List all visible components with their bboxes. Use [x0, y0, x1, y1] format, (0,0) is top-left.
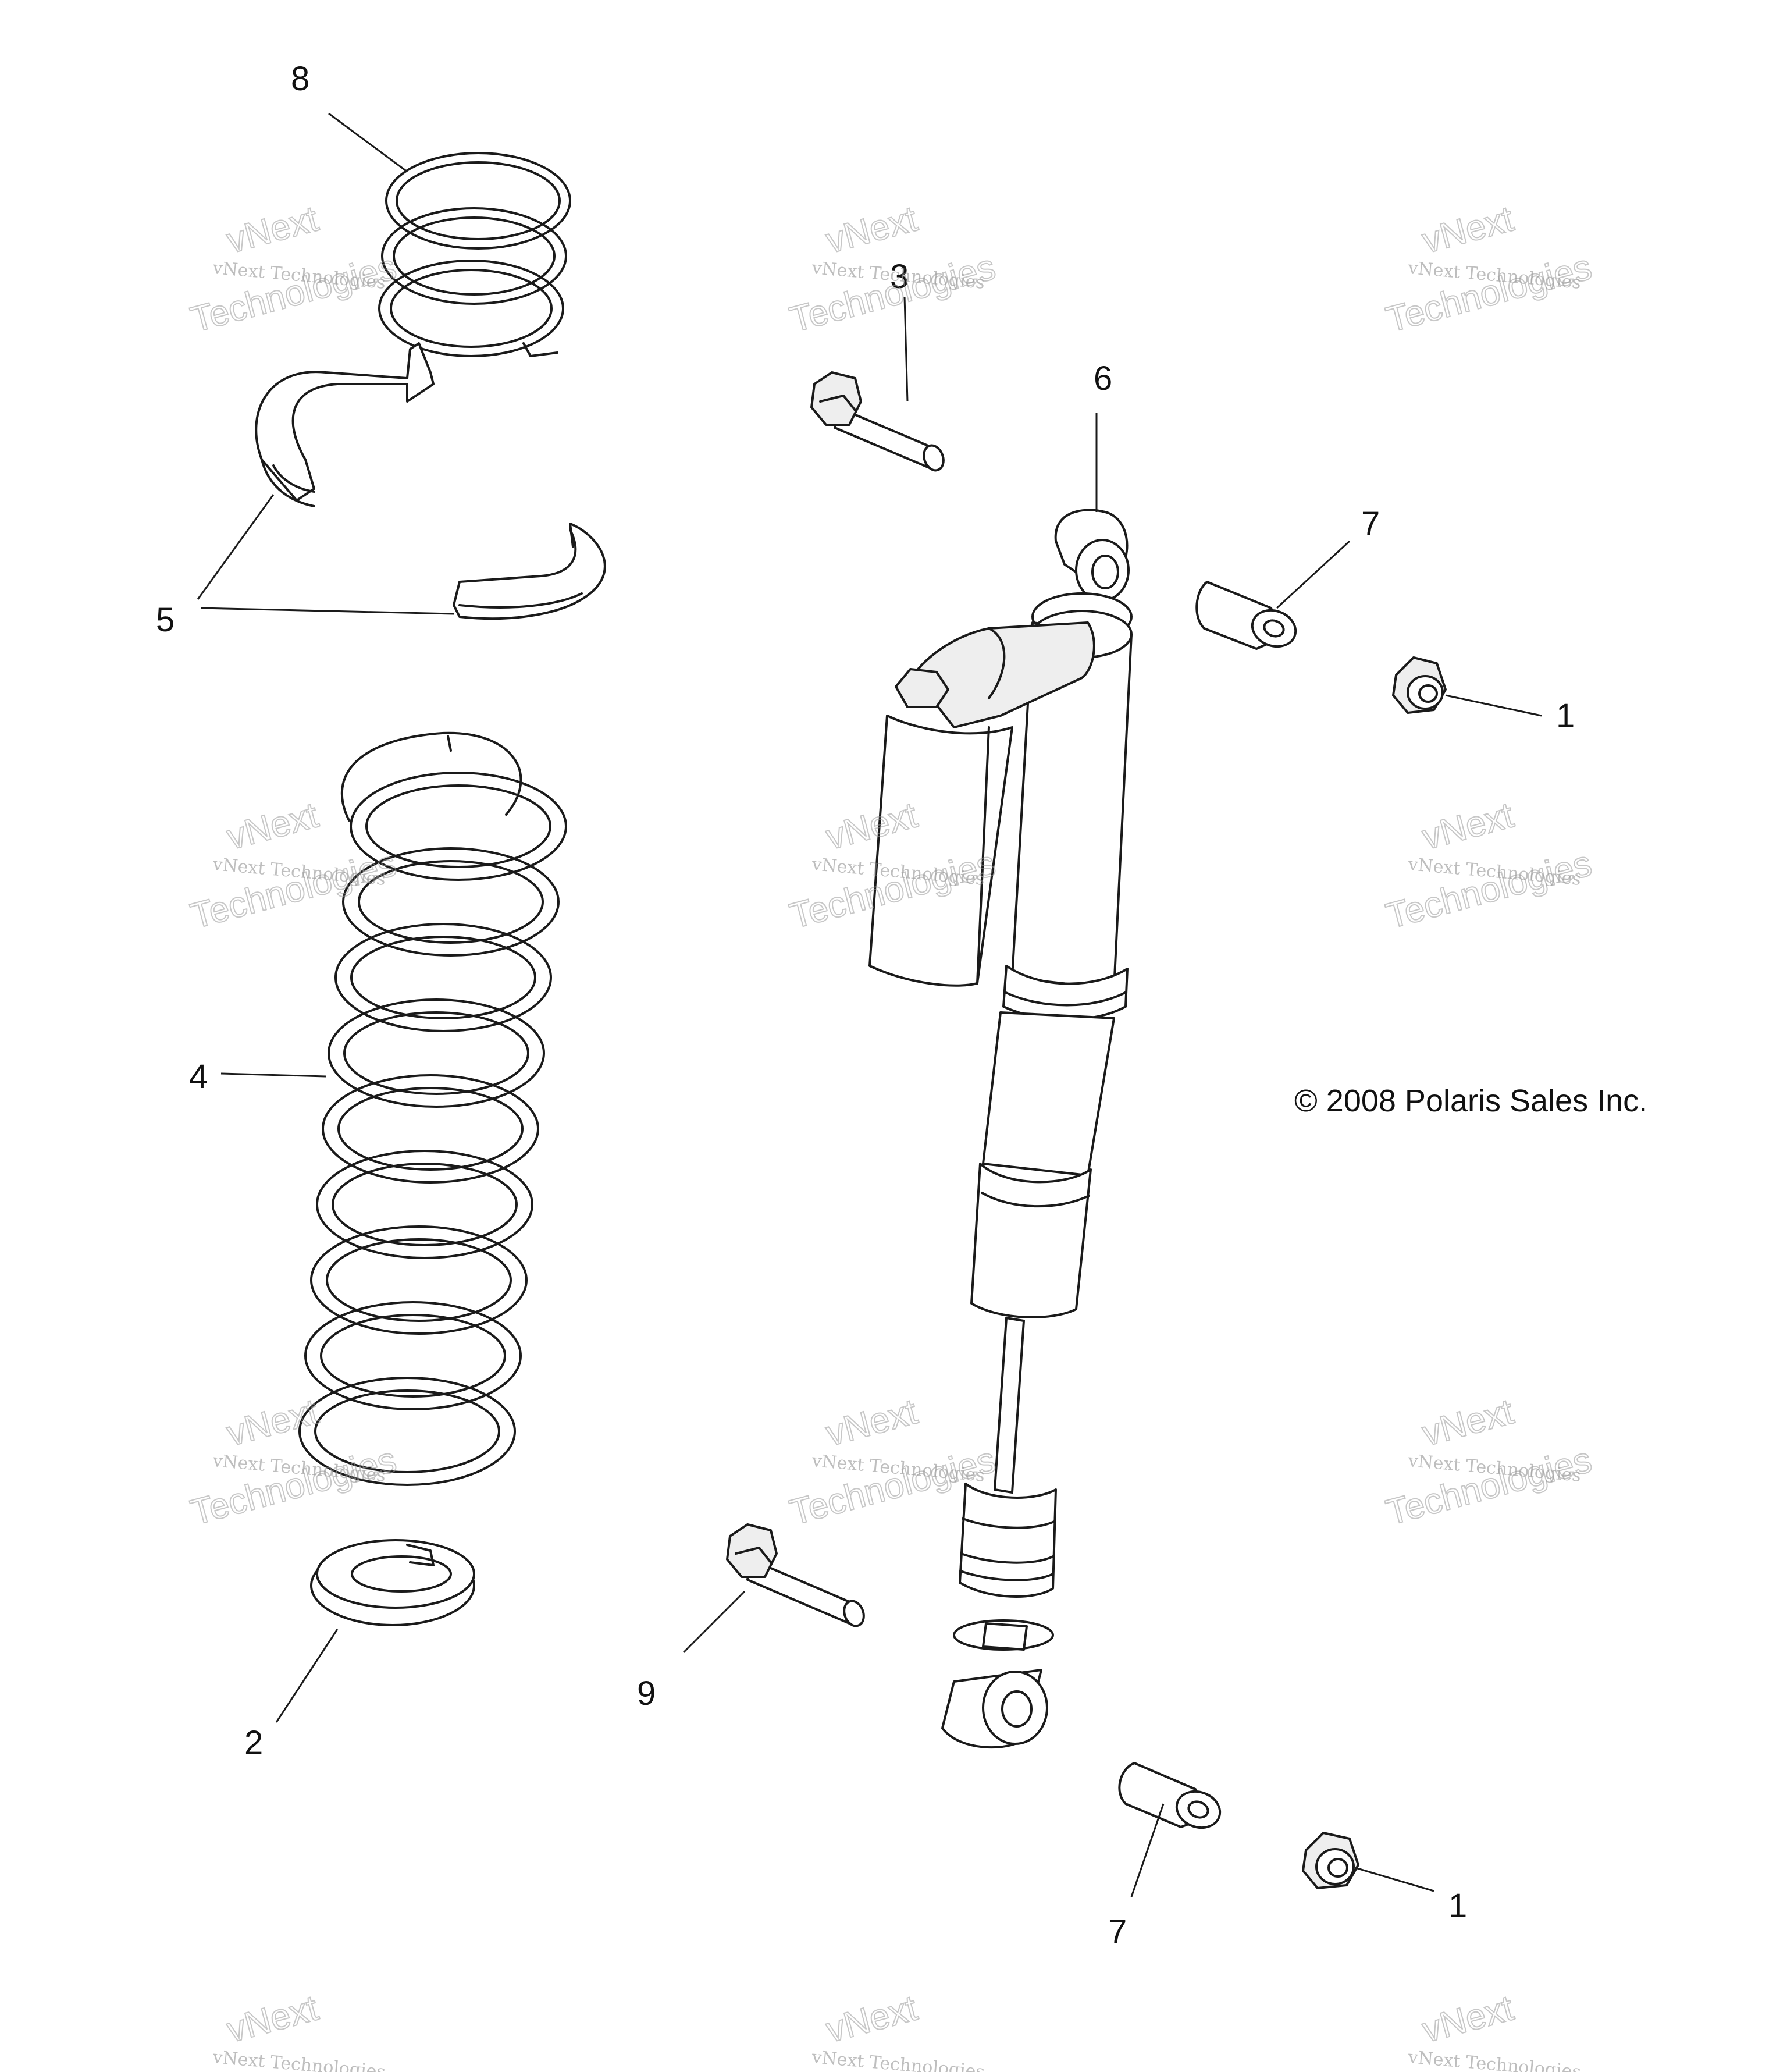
- watermark-3: vNext Technologies vNext Technologies: [1382, 198, 1596, 340]
- nut-part-1-top: [1392, 656, 1447, 714]
- svg-text:vNext Technologies: vNext Technologies: [810, 2047, 985, 2072]
- svg-text:vNext: vNext: [223, 1988, 322, 2050]
- callout-3: 3: [890, 258, 909, 296]
- callout-9: 9: [637, 1675, 656, 1712]
- callout-7-bottom: 7: [1108, 1913, 1127, 1951]
- main-spring-part-4: [298, 731, 567, 1486]
- retainer-half-part-5-lower: [453, 523, 606, 620]
- callout-2: 2: [244, 1724, 263, 1762]
- svg-text:vNext: vNext: [1418, 1988, 1518, 2050]
- bushing-part-7-top: [1195, 581, 1297, 650]
- svg-text:vNext: vNext: [223, 198, 322, 261]
- svg-text:vNext: vNext: [822, 198, 921, 261]
- callout-4: 4: [189, 1058, 208, 1096]
- leader-lines: [197, 112, 1542, 1897]
- callout-6: 6: [1094, 360, 1112, 397]
- svg-text:vNext: vNext: [1418, 198, 1518, 261]
- watermark-7: vNext Technologies vNext Technologies: [186, 1391, 401, 1533]
- svg-text:vNext: vNext: [822, 1988, 921, 2050]
- watermark-11: vNext Technologies vNext: [810, 1987, 985, 2072]
- nut-part-1-bottom: [1302, 1832, 1359, 1889]
- svg-text:vNext: vNext: [223, 795, 322, 858]
- watermark-1: vNext Technologies vNext Technologies: [186, 198, 401, 340]
- watermark-6: vNext Technologies vNext Technologies: [1382, 794, 1596, 937]
- upper-spring-part-8: [378, 152, 571, 357]
- svg-text:vNext: vNext: [822, 1391, 921, 1454]
- svg-text:vNext Technologies: vNext Technologies: [1407, 2047, 1582, 2072]
- callout-1-bottom: 1: [1448, 1887, 1467, 1925]
- retainer-half-part-5-upper: [255, 342, 435, 507]
- callout-8: 8: [291, 60, 309, 98]
- spring-seat-part-2: [310, 1539, 475, 1626]
- svg-text:vNext: vNext: [223, 1391, 322, 1454]
- callout-7-top: 7: [1361, 505, 1380, 543]
- bushing-part-7-bottom: [1118, 1762, 1222, 1829]
- watermark-2: vNext Technologies vNext Technologies: [785, 198, 1000, 340]
- svg-text:vNext Technologies: vNext Technologies: [211, 2047, 386, 2072]
- lower-bolt-part-9: [726, 1523, 865, 1627]
- upper-bolt-part-3: [810, 371, 945, 472]
- watermark-10: vNext Technologies vNext: [211, 1987, 386, 2072]
- watermark-12: vNext Technologies vNext: [1407, 1987, 1582, 2072]
- svg-text:vNext: vNext: [1418, 795, 1518, 858]
- callout-5: 5: [156, 601, 175, 639]
- svg-text:vNext: vNext: [1418, 1391, 1518, 1454]
- watermark-9: vNext Technologies vNext Technologies: [1382, 1391, 1596, 1533]
- shock-absorber-part-6: [868, 509, 1133, 1749]
- callout-1-top: 1: [1556, 697, 1575, 735]
- copyright-notice: © 2008 Polaris Sales Inc.: [1294, 1083, 1647, 1118]
